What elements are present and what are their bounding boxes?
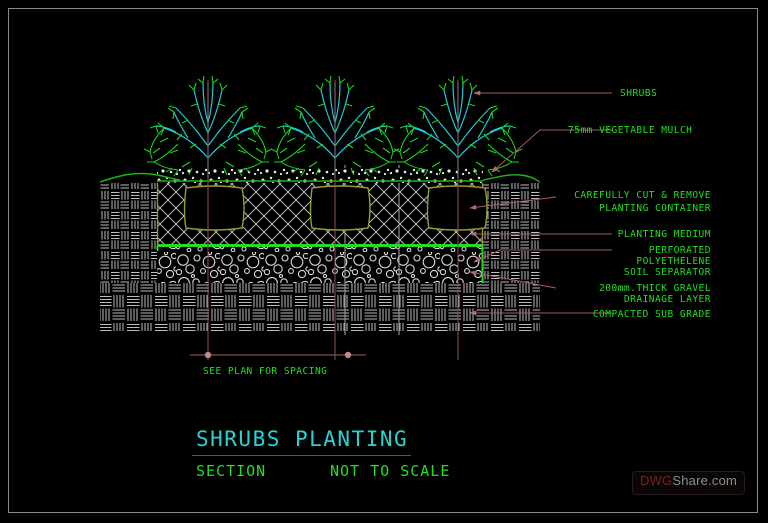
layer-vegetable-mulch [99,168,541,183]
callout-compacted-sub-grade: COMPACTED SUB GRADE [592,309,711,320]
callout-soil-separator-line2: POLYETHELENE [636,256,711,267]
callout-planting-medium: PLANTING MEDIUM [617,229,711,240]
callout-gravel-drainage-line2: DRAINAGE LAYER [623,294,711,305]
callout-soil-separator-line3: SOIL SEPARATOR [623,267,711,278]
callout-remove-container-line2: PLANTING CONTAINER [599,203,711,214]
watermark-prefix: DWG [640,473,673,488]
callout-remove-container-line1: CAREFULLY CUT & REMOVE [574,190,711,201]
planting-containers [183,185,488,231]
drawing-border-frame [8,8,758,513]
retaining-wall-left [100,183,157,283]
callout-gravel-drainage-line1: 200mm.THICK GRAVEL [599,283,711,294]
callout-soil-separator-line1: PERFORATED [648,245,711,256]
callout-vegetable-mulch: 75mm VEGETABLE MULCH [568,125,693,136]
section-label: SECTION [196,462,267,480]
page-title: SHRUBS PLANTING [196,427,409,451]
spacing-dimension-line [190,351,366,359]
shrub-plants [143,75,523,178]
watermark: DWGShare.com [632,471,746,495]
layer-compacted-sub-grade [100,283,540,331]
spacing-note: SEE PLAN FOR SPACING [203,366,328,377]
scale-note: NOT TO SCALE [330,462,451,480]
shrub-centre-lines [207,80,459,360]
callout-leader-lines [469,90,612,316]
layer-gravel-drainage [157,246,483,283]
watermark-suffix: Share.com [672,473,738,488]
callout-shrubs: SHRUBS [620,88,658,99]
retaining-wall-right [483,183,540,283]
title-underline [192,455,411,456]
